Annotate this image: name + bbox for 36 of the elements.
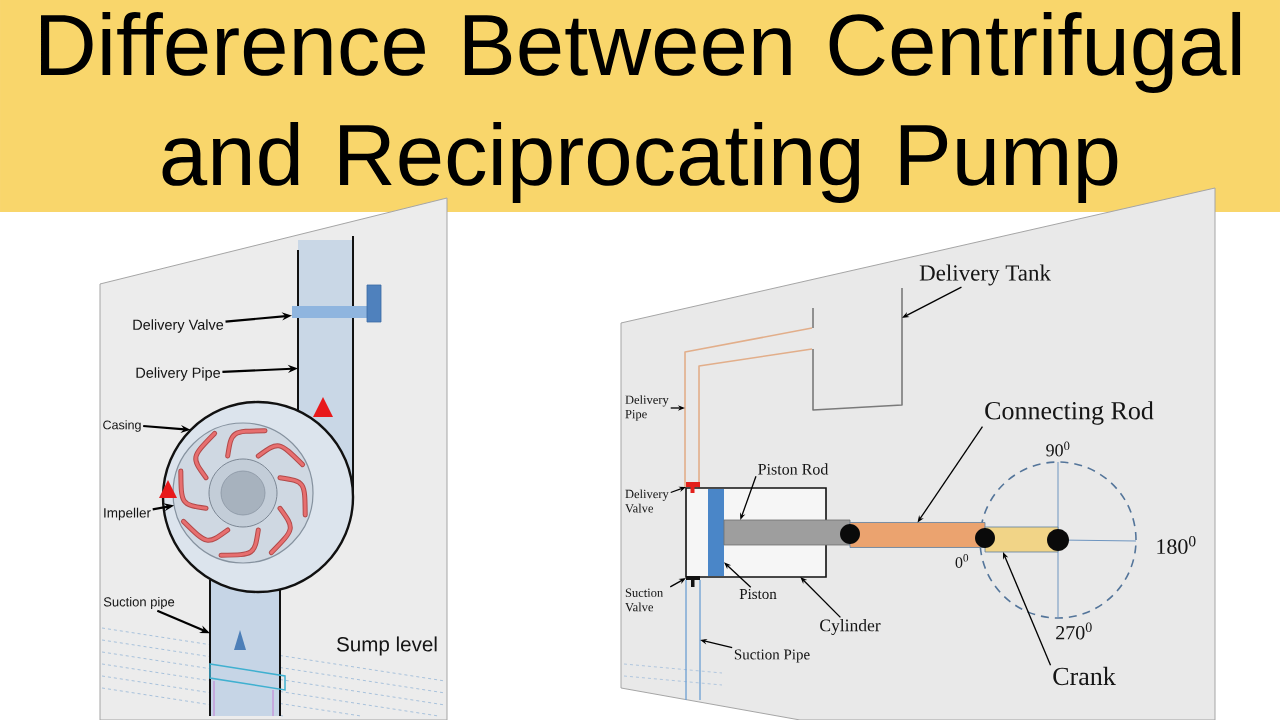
angle-label: 270$^{0}$ [1056, 622, 1092, 640]
leader-arrow [800, 577, 842, 618]
part-label: Impeller [104, 507, 151, 521]
part-label: Casing [103, 420, 141, 432]
part-label: Suction Pipe [734, 649, 810, 663]
part-label: Delivery Pipe [625, 395, 669, 421]
text-label: Sump level [337, 636, 437, 656]
part-label: Connecting Rod [985, 401, 1154, 425]
piston [708, 489, 724, 576]
part-label: Delivery Pipe [136, 367, 221, 381]
pipe [685, 579, 701, 701]
angle-label: 0$^{0}$ [955, 554, 969, 568]
leader-arrow [724, 562, 752, 588]
leader-arrow [669, 578, 686, 588]
tank [812, 287, 903, 411]
connecting-rod [849, 522, 986, 548]
part-label: Suction Valve [625, 588, 663, 612]
leader-arrow [740, 475, 757, 520]
part-label: Delivery Valve [625, 489, 669, 513]
angle-label: 90$^{0}$ [1046, 441, 1070, 457]
title-banner: Difference Between Centrifugal and Reciprocating Pump [0, 0, 1280, 212]
part-label: Suction pipe [103, 596, 175, 610]
leader-arrow [1003, 552, 1052, 666]
part-label: Cylinder [820, 619, 881, 635]
leader-arrow [902, 286, 963, 318]
piston-rod [723, 519, 851, 546]
part-label: Crank [1053, 666, 1116, 686]
part-label: Delivery Tank [919, 264, 1051, 286]
impeller [172, 422, 314, 564]
angle-label: 180$^{0}$ [1157, 536, 1196, 554]
part-label: Piston Rod [758, 463, 829, 475]
part-label: Piston [739, 588, 777, 600]
valve [686, 482, 700, 493]
valve [686, 576, 700, 587]
valve [292, 284, 382, 323]
part-label: Delivery Valve [133, 319, 224, 333]
